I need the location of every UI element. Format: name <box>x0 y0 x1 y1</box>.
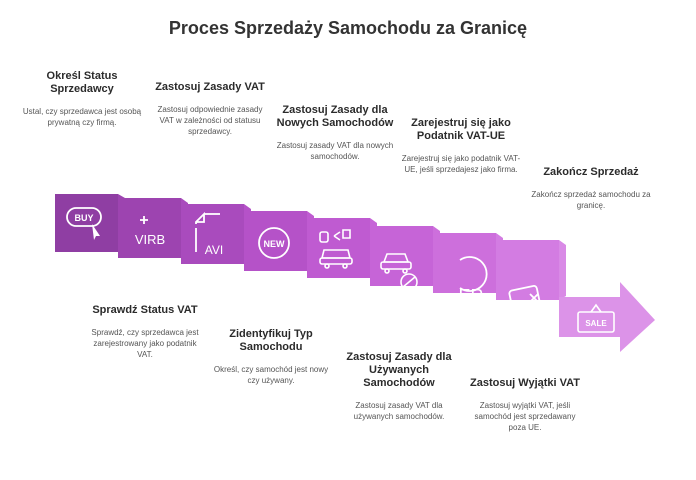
step-1: Sprawdź Status VAT Sprawdź, czy sprzedaw… <box>85 304 205 360</box>
step-4-description: Zastosuj zasady VAT dla nowych samochodó… <box>276 141 394 161</box>
stage-3-block <box>244 211 307 271</box>
step-6: Zarejestruj się jako Podatnik VAT-UE Zar… <box>401 117 521 175</box>
stage-3: NEW <box>244 211 314 271</box>
vat-plus-icon: VIRB <box>135 216 165 247</box>
stage-5 <box>370 226 440 291</box>
step-2-description: Zastosuj odpowiednie zasady VAT w zależn… <box>157 105 263 136</box>
step-5-heading: Zastosuj Zasady dla Używanych Samochodów <box>346 351 452 389</box>
step-1-description: Sprawdź, czy sprzedawca jest zarejestrow… <box>91 328 199 359</box>
buy-icon: BUY <box>66 207 102 240</box>
step-0-heading: Określ Status Sprzedawcy <box>46 70 118 95</box>
step-3-description: Określ, czy samochód jest nowy czy używa… <box>213 365 329 385</box>
stage-1-block <box>118 198 181 258</box>
stage-1: VIRB <box>118 198 188 258</box>
stage-0-block <box>55 194 118 252</box>
stage-7-block <box>496 240 559 300</box>
stage-7 <box>496 240 566 315</box>
step-4-heading: Zastosuj Zasady dla Nowych Samochodów <box>276 104 394 129</box>
stage-0: BUY <box>55 194 125 252</box>
stage-8: SALE <box>559 282 655 352</box>
step-3-heading: Zidentyfikuj Typ Samochodu <box>229 328 313 353</box>
step-7: Zastosuj Wyjątki VAT Zastosuj wyjątki VA… <box>465 377 585 433</box>
step-0-description: Ustal, czy sprzedawca jest osobą prywatn… <box>22 107 142 127</box>
stage-4-block <box>307 218 370 278</box>
step-3: Zidentyfikuj Typ Samochodu Określ, czy s… <box>211 328 331 386</box>
new-badge-icon-text: NEW <box>264 239 286 249</box>
buy-icon-text: BUY <box>74 213 93 223</box>
sale-sign-icon: SALE <box>577 303 615 333</box>
step-5: Zastosuj Zasady dla Używanych Samochodów… <box>339 351 459 422</box>
vat-plus-icon-text: VIRB <box>135 232 165 247</box>
sale-sign-icon-text: SALE <box>585 319 607 328</box>
step-8: Zakończ Sprzedaż Zakończ sprzedaż samoch… <box>531 166 651 211</box>
euro-icon-text: ER <box>458 286 483 306</box>
stage-2: AVI <box>181 204 251 264</box>
stage-4 <box>307 218 377 278</box>
step-1-heading: Sprawdź Status VAT <box>92 304 198 316</box>
stage-8-arrow <box>559 282 655 352</box>
step-4: Zastosuj Zasady dla Nowych Samochodów Za… <box>275 104 395 162</box>
step-5-description: Zastosuj zasady VAT dla używanych samoch… <box>353 401 445 421</box>
step-8-description: Zakończ sprzedaż samochodu za granicę. <box>531 190 651 210</box>
euro-icon: ER <box>458 256 488 306</box>
stage-7-facet <box>559 240 566 300</box>
step-6-heading: Zarejestruj się jako Podatnik VAT-UE <box>411 117 511 142</box>
step-7-description: Zastosuj wyjątki VAT, jeśli samochód jes… <box>474 401 576 432</box>
diagram-title: Proces Sprzedaży Samochodu za Granicę <box>168 18 528 38</box>
used-car-icon <box>380 253 418 291</box>
step-6-description: Zarejestruj się jako podatnik VAT-UE, je… <box>401 154 521 174</box>
step-2-heading: Zastosuj Zasady VAT <box>155 81 265 93</box>
new-badge-icon: NEW <box>258 227 290 259</box>
stage-6: ER <box>433 233 503 306</box>
stage-6-block <box>433 233 496 293</box>
stage-5-block <box>370 226 433 286</box>
document-icon: AVI <box>195 211 223 257</box>
step-8-heading: Zakończ Sprzedaż <box>543 166 639 178</box>
step-2: Zastosuj Zasady VAT Zastosuj odpowiednie… <box>150 81 270 137</box>
document-icon-text: AVI <box>205 243 223 257</box>
exception-icon <box>508 285 542 315</box>
step-0: Określ Status Sprzedawcy Ustal, czy sprz… <box>22 70 142 128</box>
step-7-heading: Zastosuj Wyjątki VAT <box>469 377 581 389</box>
new-car-icon <box>319 229 353 269</box>
